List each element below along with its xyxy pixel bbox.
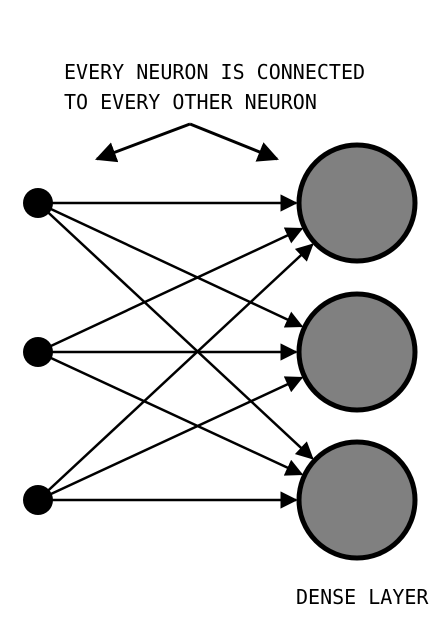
- input-layer: [23, 188, 53, 515]
- annotation-line-2: TO EVERY OTHER NEURON: [64, 90, 317, 114]
- connection-3-1: [37, 243, 314, 501]
- connection-1-2: [37, 201, 304, 328]
- input-neuron-3: [23, 485, 53, 515]
- annotation-pointer: [95, 122, 279, 163]
- dense-layer-label: DENSE LAYER: [296, 585, 429, 609]
- annotation-line-1: EVERY NEURON IS CONNECTED: [64, 60, 365, 84]
- dense-neuron-2: [296, 291, 418, 413]
- connection-2-1: [37, 227, 304, 354]
- dense-neuron-3: [296, 439, 418, 561]
- dense-neuron-1: [296, 142, 418, 264]
- annotation-arrow-left: [95, 122, 191, 163]
- input-neuron-1: [23, 188, 53, 218]
- connection-2-3: [37, 350, 304, 476]
- connections: [37, 194, 314, 509]
- dense-layer: [296, 142, 418, 561]
- connection-3-2: [37, 376, 304, 502]
- annotation-arrow-right: [189, 122, 279, 162]
- input-neuron-2: [23, 337, 53, 367]
- connection-1-3: [37, 202, 314, 460]
